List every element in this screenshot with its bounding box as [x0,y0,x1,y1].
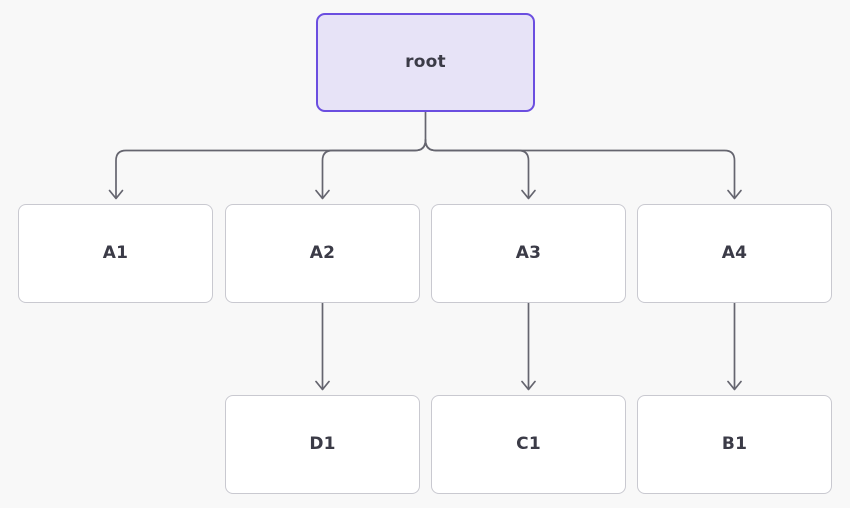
edge-root-A4 [424,139,736,198]
edge-A2-D1-arrowhead [315,380,330,391]
node-b1[interactable]: B1 [637,395,832,494]
edge-A4-B1-arrowhead [727,380,742,391]
node-d1-label: D1 [309,434,336,454]
node-a1-label: A1 [102,243,129,263]
node-a2[interactable]: A2 [225,204,420,303]
edge-root-A3-arrowhead [521,189,536,200]
node-a3[interactable]: A3 [431,204,626,303]
node-d1[interactable]: D1 [225,395,420,494]
node-a1[interactable]: A1 [18,204,213,303]
edge-root-A4-arrowhead [727,189,742,200]
node-b1-label: B1 [721,434,748,454]
edge-root-A2-arrowhead [315,189,330,200]
edge-root-A2 [321,139,427,198]
edge-root-A1-arrowhead [108,189,124,200]
node-a2-label: A2 [309,243,336,263]
node-a3-label: A3 [515,243,542,263]
node-a4[interactable]: A4 [637,204,832,303]
node-root[interactable]: root [316,13,535,112]
node-c1-label: C1 [516,434,541,454]
edge-root-A1 [115,139,427,198]
node-root-label: root [405,52,446,72]
node-a4-label: A4 [721,243,748,263]
node-c1[interactable]: C1 [431,395,626,494]
edge-root-A3 [424,139,530,198]
edge-A3-C1-arrowhead [521,380,536,391]
